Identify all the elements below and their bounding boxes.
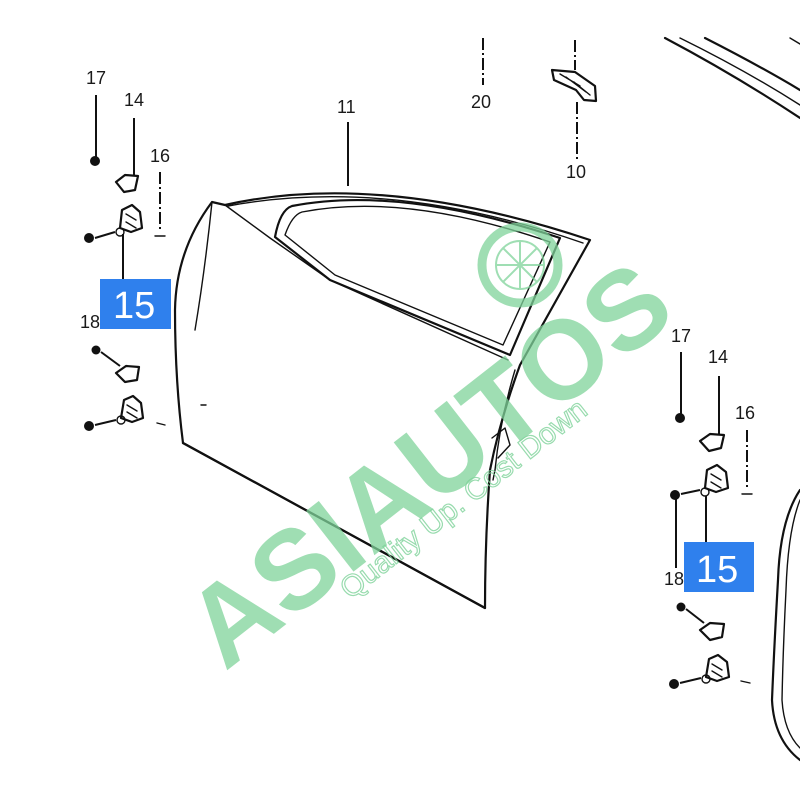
bracket-part-10	[550, 40, 598, 160]
badge-15-left-label: 15	[113, 285, 155, 327]
callout-10: 10	[566, 162, 586, 182]
watermark: ASIAUTOS Quality Up. Cost Down	[163, 222, 694, 691]
callout-14-right: 14	[708, 347, 728, 367]
front-door-panel	[173, 192, 592, 610]
hinge-group-right	[669, 352, 753, 689]
callout-17-right: 17	[671, 326, 691, 346]
callout-16-left: 16	[150, 146, 170, 166]
badge-15-left[interactable]: 15	[100, 279, 171, 329]
callout-17-left: 17	[86, 68, 106, 88]
callout-18-right: 18	[664, 569, 684, 589]
watermark-brand: ASIAUTOS	[163, 237, 694, 691]
rear-door-edge-fragment	[770, 488, 800, 762]
callout-18-left: 18	[80, 312, 100, 332]
callout-20: 20	[471, 92, 491, 112]
badge-15-right-label: 15	[696, 549, 738, 591]
callout-14-left: 14	[124, 90, 144, 110]
badge-15-right[interactable]: 15	[684, 542, 754, 592]
body-edge-fragment	[663, 36, 800, 120]
hinge-group-left	[84, 95, 166, 431]
callout-16-right: 16	[735, 403, 755, 423]
watermark-wheel-logo	[477, 222, 563, 308]
callout-11: 11	[337, 97, 356, 117]
